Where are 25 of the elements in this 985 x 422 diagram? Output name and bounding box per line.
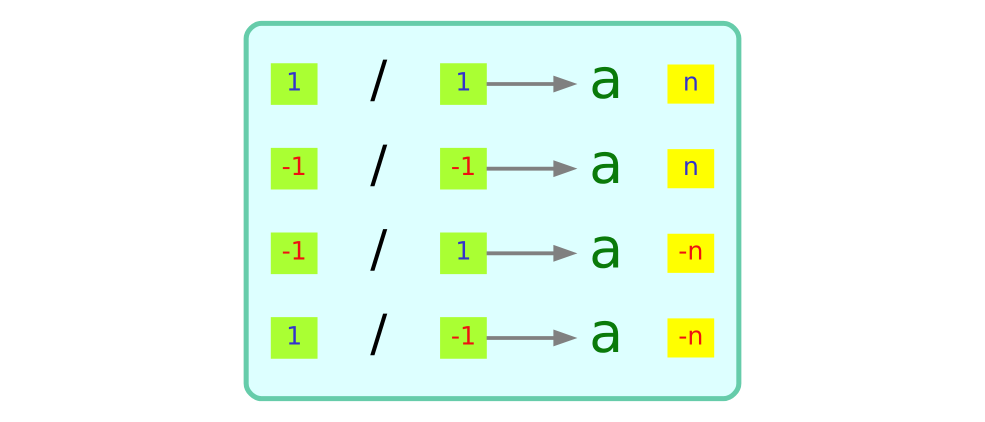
node-text: a [589, 301, 624, 366]
arrow [486, 330, 578, 346]
arrow [486, 76, 578, 92]
node-box: 1 [440, 63, 487, 105]
node-box: -n [667, 318, 714, 358]
node-text: a [589, 132, 624, 197]
node-text: a [589, 216, 624, 282]
label: / [370, 50, 388, 109]
arrow [486, 244, 578, 262]
node-text: a [589, 47, 624, 112]
node-box: -n [667, 234, 714, 273]
node-box: 1 [270, 63, 318, 105]
node-box: -1 [270, 148, 318, 190]
label: / [370, 218, 388, 278]
node-box: 1 [270, 317, 318, 359]
node-box: n [667, 149, 714, 188]
cluster [244, 20, 742, 402]
label: / [370, 304, 388, 363]
arrow [486, 160, 578, 178]
node-box: -1 [440, 317, 487, 359]
label: / [370, 134, 388, 194]
node-box: -1 [270, 232, 318, 274]
node-box: -1 [440, 148, 487, 190]
node-box: 1 [440, 232, 487, 274]
node-box: n [667, 64, 714, 104]
